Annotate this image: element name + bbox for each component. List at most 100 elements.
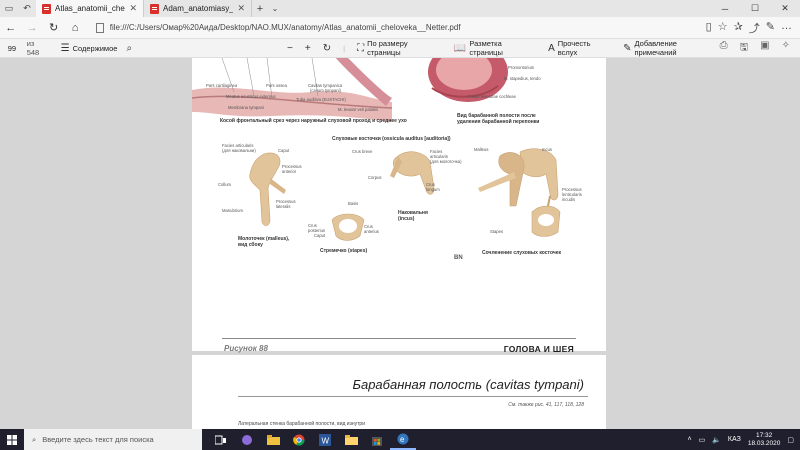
label-text: incudis <box>562 197 576 202</box>
back-icon[interactable]: ← <box>5 21 17 34</box>
malleus-caption: Молоточек (malleus), <box>238 236 290 242</box>
save-icon[interactable]: 🖫 <box>739 41 749 53</box>
page-number-input[interactable]: 99 <box>7 43 17 53</box>
tab-back-icon[interactable]: ↶ <box>23 3 31 13</box>
tab-title: Atlas_anatomii_chelovel <box>55 4 125 13</box>
window-controls: ─ ☐ ✕ <box>710 0 800 17</box>
label-text: Malleus <box>474 147 489 152</box>
folder-icon[interactable] <box>260 429 286 450</box>
figure-label: Рисунок 88 <box>224 344 268 353</box>
label-text: Incus <box>542 147 553 152</box>
ossicle-chain-illustration <box>478 148 561 237</box>
new-tab-button[interactable]: + <box>256 2 264 15</box>
explorer-icon[interactable] <box>338 429 364 450</box>
refresh-icon[interactable]: ↻ <box>48 22 59 34</box>
label-text: Fossa fenestrae cochleae <box>468 94 516 99</box>
favorite-star-icon[interactable]: ☆ <box>717 20 728 33</box>
label-text: anterius <box>364 229 379 234</box>
svg-text:e: e <box>400 435 405 444</box>
tab-title: Adam_anatomiasy_4_tom.p <box>163 4 234 13</box>
search-icon: ⌕ <box>32 434 37 444</box>
edge-icon[interactable]: e <box>390 429 416 450</box>
reading-view-icon[interactable]: ▯ <box>705 20 712 33</box>
label-text: Collum <box>218 182 232 187</box>
label-text: Cavitas tympanica <box>308 83 343 88</box>
label-text: M. stapedius, tendo <box>504 76 541 81</box>
volume-icon[interactable]: 🔈 <box>712 436 721 444</box>
label-text: Manubrium <box>222 208 243 213</box>
tab-adam[interactable]: Adam_anatomiasy_4_tom.p ✕ <box>144 0 252 17</box>
page-subtitle: Латеральная стенка барабанной полости, в… <box>238 421 365 427</box>
pdf-icon <box>42 3 51 14</box>
share-icon[interactable]: ⤴ <box>748 22 760 35</box>
url-field[interactable]: file:///C:/Users/Омар%20Аида/Desktop/NAO… <box>92 19 706 36</box>
read-aloud-icon: A <box>548 42 555 54</box>
clock[interactable]: 17:32 18.03.2020 <box>747 432 781 447</box>
read-aloud-button[interactable]: A Прочесть вслух <box>548 39 591 57</box>
caption-right: Вид барабанной полости после <box>457 113 536 119</box>
favorites-list-icon[interactable]: ✰ <box>733 20 743 33</box>
malleus-caption: вид сбоку <box>238 242 263 248</box>
close-tab-icon[interactable]: ✕ <box>129 3 137 13</box>
chevron-up-icon[interactable]: ˄ <box>687 436 692 443</box>
pdf-viewport[interactable]: Pars cartilaginea Pars ossea Meatus acus… <box>0 58 800 429</box>
notifications-icon[interactable]: ▢ <box>787 436 794 444</box>
pdf-toolbar: 99 из 548 ☰ Содержимое ⌕ − + ↻ | ⛶ По ра… <box>0 39 800 58</box>
label-text: Basis <box>348 201 359 206</box>
maximize-icon[interactable]: ☐ <box>750 3 760 13</box>
viber-icon[interactable] <box>234 429 260 450</box>
taskbar: ⌕ Введите здесь текст для поиска W e ˄ ▭… <box>0 429 800 450</box>
print-icon[interactable]: ⎙ <box>719 39 728 51</box>
label-text: (для наковальни) <box>222 148 256 153</box>
fit-page-button[interactable]: ⛶ По размеру страницы <box>357 39 408 57</box>
start-windows-icon[interactable] <box>0 429 24 450</box>
search-button[interactable]: ⌕ <box>126 43 132 54</box>
minimize-icon[interactable]: ─ <box>721 3 729 14</box>
page-rule <box>238 396 588 397</box>
tab-list-chevron-icon[interactable]: ⌄ <box>271 4 279 13</box>
close-window-icon[interactable]: ✕ <box>781 3 789 13</box>
zoom-in-button[interactable]: + <box>304 42 311 54</box>
layout-button[interactable]: 📖 Разметка страницы <box>453 39 503 57</box>
close-tab-icon[interactable]: ✕ <box>237 3 245 13</box>
ossicles-title: Слуховые косточки (ossicula auditus [aud… <box>332 136 451 142</box>
more-icon[interactable]: … <box>781 19 793 32</box>
word-icon[interactable]: W <box>312 429 338 450</box>
taskbar-search-input[interactable]: ⌕ Введите здесь текст для поиска <box>24 429 202 450</box>
tab-atlas[interactable]: Atlas_anatomii_chelovel ✕ <box>36 0 144 17</box>
label-text: articularis <box>430 154 448 159</box>
chain-caption: Сочленение слуховых косточек <box>482 250 562 256</box>
home-icon[interactable]: ⌂ <box>71 21 79 34</box>
contents-button[interactable]: ☰ Содержимое <box>60 42 118 54</box>
taskbar-apps: W e <box>208 429 416 450</box>
incus-caption: (incus) <box>398 216 415 222</box>
label-text: M. levator veli palatini <box>338 107 379 112</box>
network-icon[interactable]: ▭ <box>698 436 706 444</box>
label-text: lenticularis <box>562 192 582 197</box>
tab-bar: ▭ ↶ Atlas_anatomii_chelovel ✕ Adam_anato… <box>0 0 800 17</box>
keyboard-layout[interactable]: КАЗ <box>727 436 741 443</box>
label-text: lateralis <box>276 204 291 209</box>
rotate-icon[interactable]: ↻ <box>322 42 332 54</box>
store-icon[interactable] <box>364 429 390 450</box>
pdf-page-99: Pars cartilaginea Pars ossea Meatus acus… <box>192 58 606 354</box>
pin-icon[interactable]: ✧ <box>781 39 791 51</box>
chrome-icon[interactable] <box>286 429 312 450</box>
add-notes-button[interactable]: ✎ Добавление примечаний <box>623 39 677 57</box>
pen-icon[interactable]: ✎ <box>765 20 776 33</box>
pdf-page-100: Барабанная полость (cavitas tympani) См.… <box>192 355 606 429</box>
label-text: (для молоточка) <box>430 159 462 164</box>
label-text: Processus <box>276 199 296 204</box>
save-as-icon[interactable]: ▣ <box>760 39 770 51</box>
list-icon: ☰ <box>60 42 70 54</box>
label-text: Crus <box>308 223 317 228</box>
forward-icon[interactable]: → <box>26 21 38 34</box>
label-text: Promontorium <box>508 65 535 70</box>
tab-actions-icon[interactable]: ▭ <box>4 3 14 13</box>
label-text: Stapes <box>490 229 504 234</box>
page-total: из 548 <box>26 39 40 57</box>
task-view-icon[interactable] <box>208 429 234 450</box>
label-text: Pars cartilaginea <box>206 83 238 88</box>
zoom-out-button[interactable]: − <box>287 42 293 54</box>
stapes-illustration <box>331 213 365 241</box>
